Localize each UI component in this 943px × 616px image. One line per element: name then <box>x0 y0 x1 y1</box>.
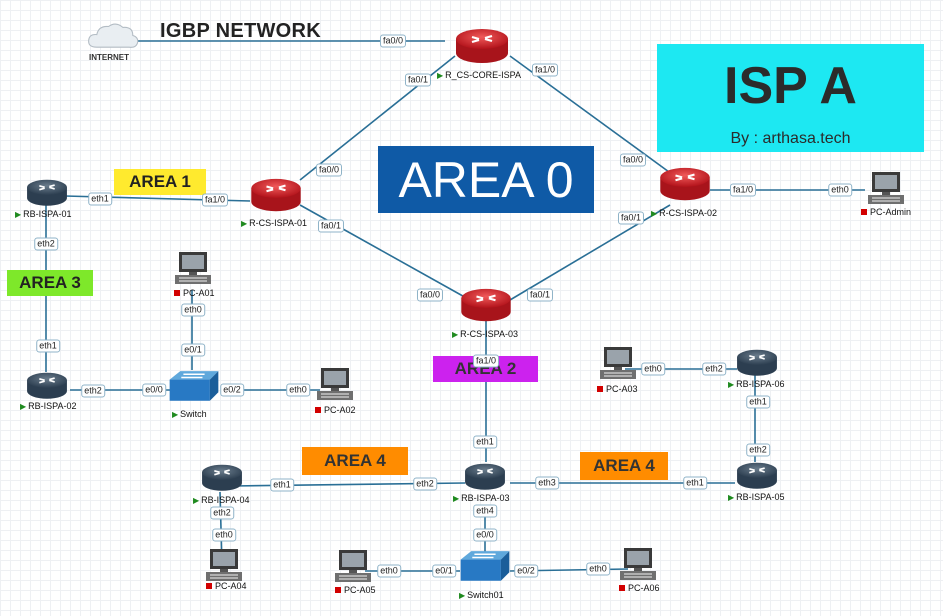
pc-label: PC-A02 <box>315 405 356 415</box>
banner-subtitle: By : arthasa.tech <box>730 130 851 147</box>
isp-banner: ISP A By : arthasa.tech <box>657 44 924 152</box>
switch-label: ▶Switch01 <box>459 590 504 600</box>
port-label: eth0 <box>286 383 310 397</box>
port-label: fa0/0 <box>315 163 343 177</box>
port-label: eth1 <box>683 476 707 490</box>
port-label: fa0/1 <box>404 73 432 87</box>
pc-label: PC-A01 <box>174 288 215 298</box>
port-label: eth1 <box>36 339 60 353</box>
router-icon[interactable] <box>736 348 778 377</box>
router-label: ▶RB-ISPA-05 <box>728 492 785 502</box>
port-label: eth0 <box>181 303 205 317</box>
port-label: fa0/0 <box>416 288 444 302</box>
router-label: ▶R_CS-CORE-ISPA <box>437 70 522 80</box>
port-label: fa0/0 <box>379 34 407 48</box>
port-label: eth1 <box>473 435 497 449</box>
port-label: eth0 <box>828 183 852 197</box>
banner-title: ISP A <box>724 57 857 115</box>
area-0-label: AREA 0 <box>378 146 594 213</box>
port-label: eth1 <box>270 478 294 492</box>
area-1-label: AREA 1 <box>114 169 206 195</box>
port-label: eth0 <box>377 564 401 578</box>
diagram-title: IGBP NETWORK <box>160 20 322 42</box>
port-label: e0/1 <box>432 564 456 578</box>
port-label: fa0/1 <box>617 211 645 225</box>
pc-icon[interactable] <box>620 548 656 580</box>
pc-icon[interactable] <box>317 368 353 400</box>
router-label: ▶RB-ISPA-04 <box>193 495 250 505</box>
port-label: eth2 <box>210 506 234 520</box>
port-label: eth0 <box>212 528 236 542</box>
router-icon[interactable] <box>201 463 243 492</box>
port-label: fa1/0 <box>729 183 757 197</box>
pc-icon[interactable] <box>868 172 904 204</box>
area-3-label: AREA 3 <box>7 270 93 296</box>
port-label: fa0/0 <box>619 153 647 167</box>
port-label: eth4 <box>473 504 497 518</box>
port-label: eth2 <box>81 384 105 398</box>
port-label: fa1/0 <box>201 193 229 207</box>
port-label: eth2 <box>34 237 58 251</box>
internet-label: INTERNET <box>89 53 129 62</box>
router-icon[interactable] <box>464 462 506 491</box>
cloud-icon[interactable] <box>88 23 139 48</box>
pc-icon[interactable] <box>175 252 211 284</box>
router-icon[interactable] <box>460 287 512 323</box>
pc-icon[interactable] <box>335 550 371 582</box>
pc-label: PC-A03 <box>597 384 638 394</box>
router-icon[interactable] <box>454 27 510 65</box>
router-icon[interactable] <box>26 371 68 400</box>
router-icon[interactable] <box>26 178 68 207</box>
pc-icon[interactable] <box>600 347 636 379</box>
port-label: fa0/1 <box>526 288 554 302</box>
port-label: fa0/1 <box>317 219 345 233</box>
port-label: eth3 <box>535 476 559 490</box>
port-label: fa1/0 <box>472 354 500 368</box>
pc-label: PC-A05 <box>335 585 376 595</box>
port-label: eth1 <box>746 395 770 409</box>
area-4-label: AREA 4 <box>302 447 408 475</box>
port-label: eth2 <box>746 443 770 457</box>
switch-icon[interactable] <box>459 550 511 582</box>
router-label: ▶R-CS-ISPA-02 <box>651 208 718 218</box>
port-label: e0/2 <box>514 564 538 578</box>
router-label: ▶RB-ISPA-01 <box>15 209 72 219</box>
pc-label: PC-A04 <box>206 581 247 591</box>
router-label: ▶RB-ISPA-02 <box>20 401 77 411</box>
pc-label: PC-Admin <box>861 207 911 217</box>
port-label: eth2 <box>702 362 726 376</box>
port-label: eth0 <box>586 562 610 576</box>
router-label: ▶R-CS-ISPA-03 <box>452 329 519 339</box>
port-label: eth1 <box>88 192 112 206</box>
router-icon[interactable] <box>250 177 302 213</box>
port-label: e0/0 <box>142 383 166 397</box>
pc-label: PC-A06 <box>619 583 660 593</box>
port-label: e0/1 <box>181 343 205 357</box>
port-label: fa1/0 <box>531 63 559 77</box>
port-label: e0/0 <box>473 528 497 542</box>
router-icon[interactable] <box>659 166 711 202</box>
switch-label: ▶Switch <box>172 409 207 419</box>
router-label: ▶RB-ISPA-03 <box>453 493 510 503</box>
router-label: ▶R-CS-ISPA-01 <box>241 218 308 228</box>
switch-icon[interactable] <box>168 370 220 402</box>
port-label: eth0 <box>641 362 665 376</box>
pc-icon[interactable] <box>206 549 242 581</box>
router-label: ▶RB-ISPA-06 <box>728 379 785 389</box>
port-label: eth2 <box>413 477 437 491</box>
router-icon[interactable] <box>736 461 778 490</box>
area-4-label: AREA 4 <box>580 452 668 480</box>
port-label: e0/2 <box>220 383 244 397</box>
